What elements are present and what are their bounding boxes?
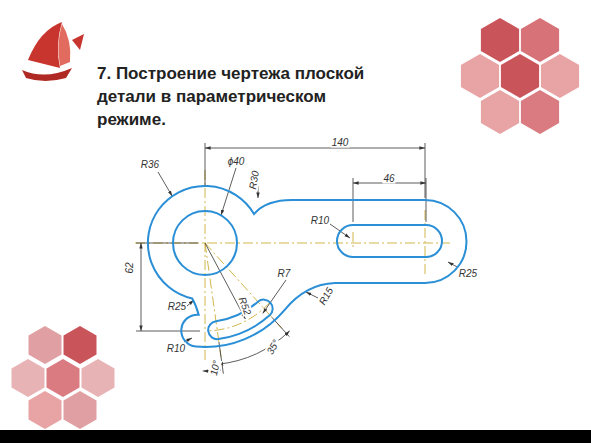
hexagon [501,54,539,98]
bottom-band [0,430,591,443]
center-line [205,170,206,360]
dimension-line [136,243,198,244]
dimension-line [263,280,286,313]
hexagon [541,54,579,98]
hexagon [521,90,559,134]
center-line [135,243,450,244]
straight-slot [337,225,442,257]
hexagon [461,54,499,98]
hexagon [521,18,559,62]
hexagon [481,18,519,62]
dimension-label: R25 [167,301,187,312]
dimension-line [136,331,200,332]
dimension-label: R10 [310,215,330,226]
hexagon [64,326,97,364]
dimension-label: R15 [316,284,336,307]
hexagon [64,391,97,429]
part-outline [148,186,467,347]
dimension-label: 46 [382,173,395,184]
logo [22,22,84,81]
dimension-label: 10° [208,358,222,377]
dimension-line [158,172,172,196]
hexagon [29,391,62,429]
dimension-label: 62 [124,261,135,274]
center-line [353,232,354,250]
dimension-label: R25 [458,268,478,279]
center-line [425,210,426,276]
dimension-label: R30 [247,169,261,191]
dimension-line [141,243,142,331]
hole [173,211,237,275]
dimension-label: ϕ40 [227,156,246,167]
dimension-line [205,148,425,149]
hexagon [481,90,519,134]
hexagon-decor [12,18,580,429]
dimension-line [425,143,426,198]
dimension-label: 140 [331,137,350,148]
dimension-label: R7 [277,268,292,279]
hexagon [47,359,80,397]
dimension-label: R36 [140,159,160,170]
slide-title: 7. Построение чертежа плоской детали в п… [97,62,397,131]
dimension-line [306,292,318,298]
dimension-label: R10 [166,343,186,354]
hexagon [12,359,45,397]
hexagon [29,326,62,364]
dimension-line [205,143,206,185]
part-contour [148,186,467,347]
dimension-label: 35° [264,337,282,357]
hexagon [82,359,115,397]
